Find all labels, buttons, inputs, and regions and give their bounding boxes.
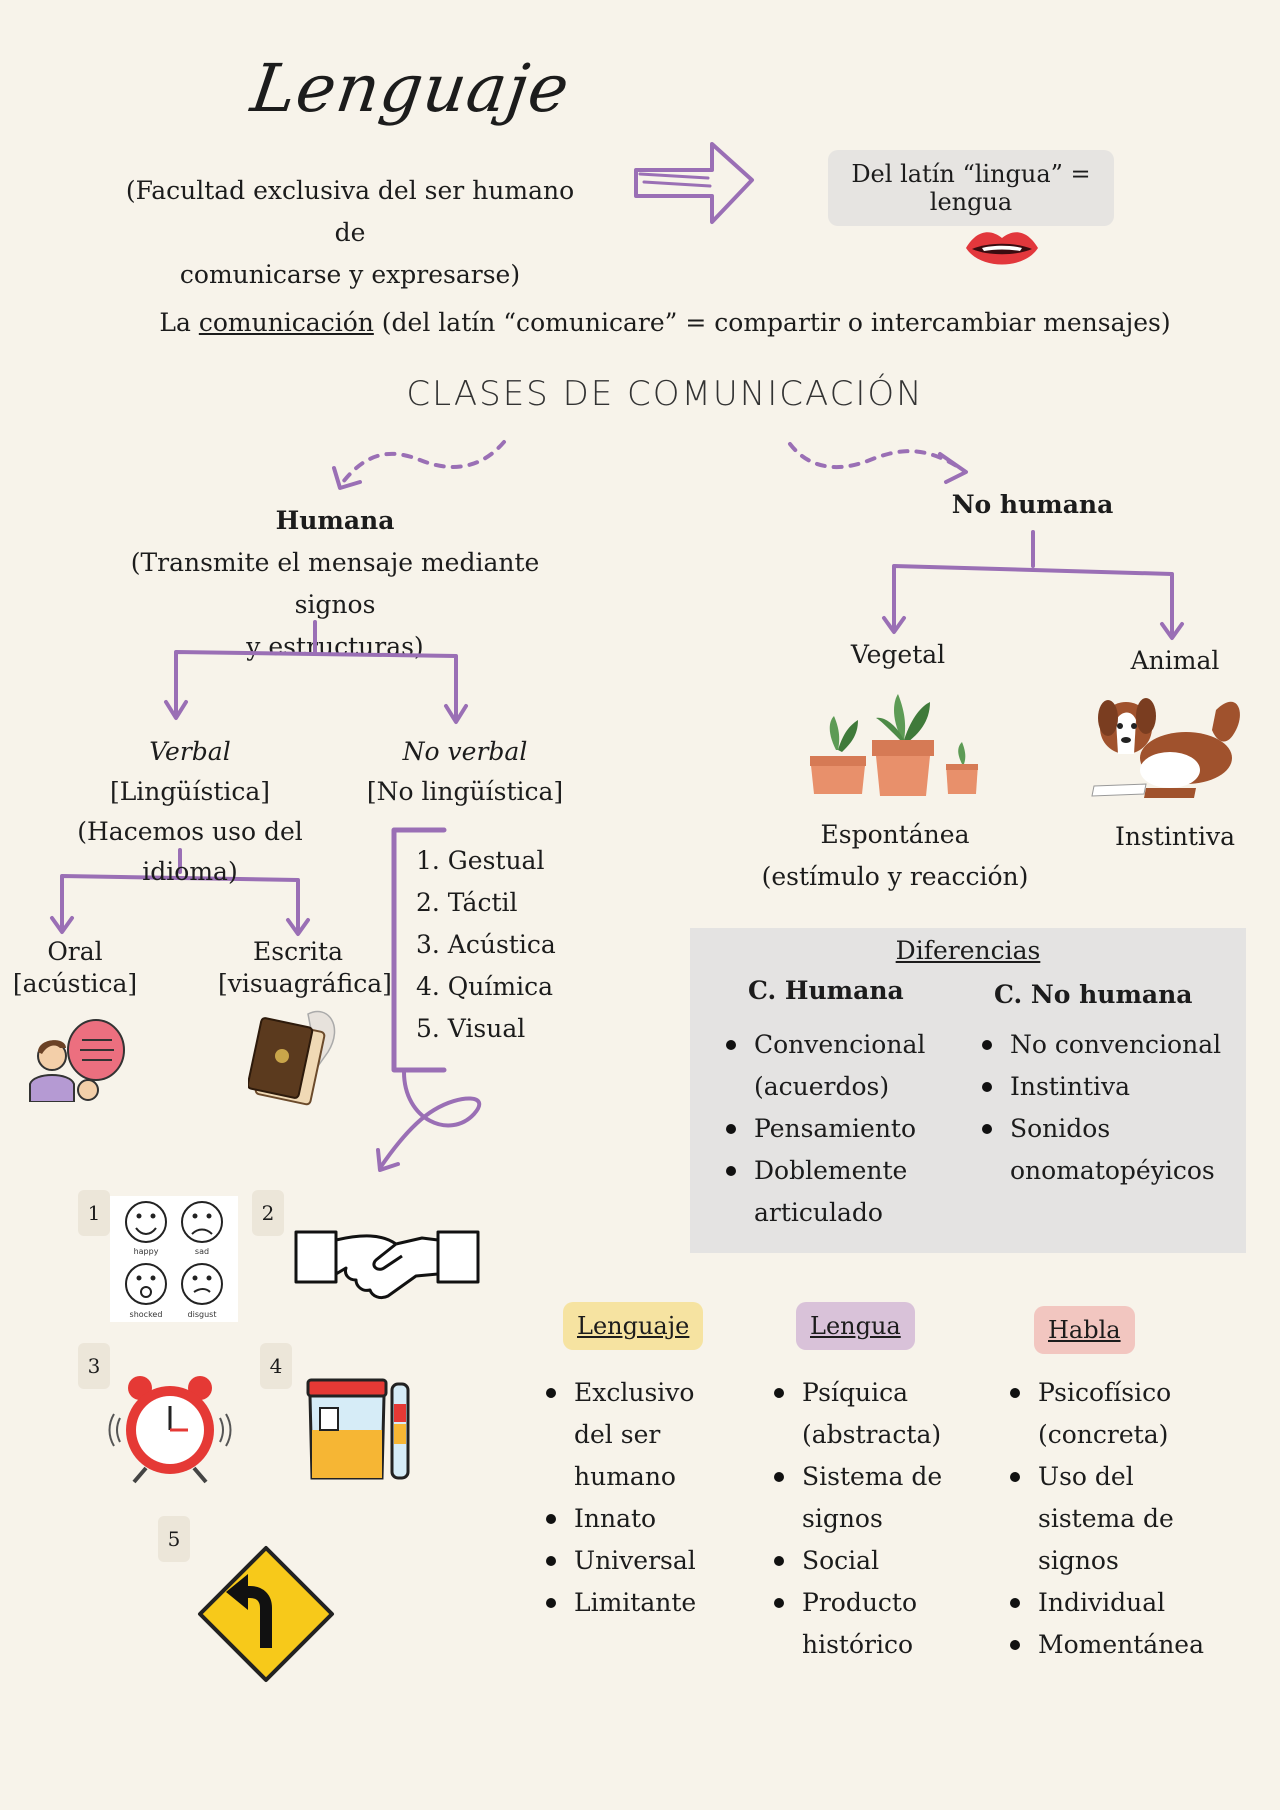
list-item: Universal — [540, 1540, 740, 1582]
no-humana-differences-list: No convencional Instintiva Sonidos onoma… — [976, 1024, 1236, 1192]
animal-description: Instintiva — [1114, 822, 1236, 851]
habla-list: Psicofísico (concreta) Uso del sistema d… — [1004, 1372, 1204, 1666]
list-item: 2. Táctil — [416, 888, 518, 917]
escrita-block: Escrita [visuagráfica] — [218, 937, 392, 998]
animal-label: Animal — [1130, 646, 1220, 675]
alarm-clock-icon — [108, 1376, 232, 1484]
right-arrow-icon — [634, 142, 754, 224]
no-verbal-list: 1. Gestual 2. Táctil 3. Acústica 4. Quím… — [416, 840, 556, 1050]
communication-term: comunicación — [198, 308, 374, 337]
lengua-list: Psíquica (abstracta) Sistema de signos S… — [768, 1372, 968, 1666]
differences-title: Diferencias — [895, 936, 1041, 965]
language-definition: (Facultad exclusiva del ser humano de co… — [125, 176, 575, 289]
example-number: 4 — [260, 1343, 292, 1389]
face-label: shocked — [130, 1310, 163, 1319]
face-label: sad — [195, 1247, 209, 1256]
face-label: happy — [134, 1247, 159, 1256]
classes-title: CLASES DE COMUNICACIÓN — [406, 374, 924, 414]
verbal-block: Verbal [Lingüística] (Hacemos uso del id… — [77, 737, 303, 886]
example-number: 3 — [78, 1343, 110, 1389]
communication-definition: La comunicación (del latín “comunicare” … — [159, 308, 1171, 337]
origin-badge: Del latín “lingua” = lengua — [828, 150, 1114, 226]
no-humana-column-title: C. No humana — [994, 980, 1193, 1009]
example-number: 5 — [158, 1516, 190, 1562]
list-item: Convencional (acuerdos) — [720, 1024, 940, 1108]
list-item: Sistema de signos — [768, 1456, 968, 1540]
list-item: Individual — [1004, 1582, 1204, 1624]
list-item: No convencional — [976, 1024, 1236, 1066]
list-item: 3. Acústica — [416, 930, 556, 959]
no-humana-title: No humana — [951, 490, 1114, 519]
list-item: 4. Química — [416, 972, 553, 1001]
handshake-icon — [294, 1230, 480, 1300]
specimen-jar-icon — [306, 1378, 410, 1480]
dog-icon — [1091, 698, 1240, 798]
dashed-arrow-right — [788, 442, 968, 484]
plants-icon — [810, 694, 978, 796]
example-number: 2 — [252, 1190, 284, 1236]
habla-badge: Habla — [1034, 1306, 1135, 1354]
list-item: Momentánea — [1004, 1624, 1204, 1666]
turn-left-sign-icon — [198, 1546, 334, 1682]
lengua-badge: Lengua — [796, 1302, 915, 1350]
face-label: disgust — [188, 1310, 217, 1319]
lenguaje-list: Exclusivo del ser humano Innato Universa… — [540, 1372, 740, 1624]
list-item: Limitante — [540, 1582, 740, 1624]
list-item: Psicofísico (concreta) — [1004, 1372, 1204, 1456]
lips-icon — [966, 232, 1038, 265]
list-item: 5. Visual — [416, 1014, 526, 1043]
differences-panel: Diferencias C. Humana C. No humana Conve… — [690, 928, 1246, 1253]
book-icon — [248, 1011, 336, 1106]
list-item: Pensamiento — [720, 1108, 940, 1150]
list-item: 1. Gestual — [416, 846, 545, 875]
humana-column-title: C. Humana — [748, 976, 904, 1005]
oral-block: Oral [acústica] — [12, 937, 138, 998]
list-item: Instintiva — [976, 1066, 1236, 1108]
comparison-section: Lenguaje Lengua Habla Exclusivo del ser … — [510, 1300, 1260, 1680]
speaking-person-icon — [29, 1019, 125, 1102]
dashed-arrow-left — [332, 440, 506, 490]
list-item: Doblemente articulado — [720, 1150, 940, 1234]
lenguaje-badge: Lenguaje — [563, 1302, 704, 1350]
list-item: Exclusivo del ser humano — [540, 1372, 740, 1498]
list-item: Producto histórico — [768, 1582, 968, 1666]
humana-title: Humana — [275, 506, 395, 535]
list-item: Uso del sistema de signos — [1004, 1456, 1204, 1582]
list-item: Psíquica (abstracta) — [768, 1372, 968, 1456]
emotion-faces-image: happy sad shocked disgust — [110, 1196, 238, 1322]
vegetal-label: Vegetal — [850, 640, 946, 669]
example-number: 1 — [78, 1190, 110, 1236]
list-item: Sonidos onomatopéyicos — [976, 1108, 1236, 1192]
list-item: Social — [768, 1540, 968, 1582]
humana-differences-list: Convencional (acuerdos) Pensamiento Dobl… — [720, 1024, 940, 1234]
no-verbal-block: No verbal [No lingüística] — [366, 737, 564, 806]
list-item: Innato — [540, 1498, 740, 1540]
vegetal-description: Espontánea (estímulo y reacción) — [761, 820, 1029, 891]
